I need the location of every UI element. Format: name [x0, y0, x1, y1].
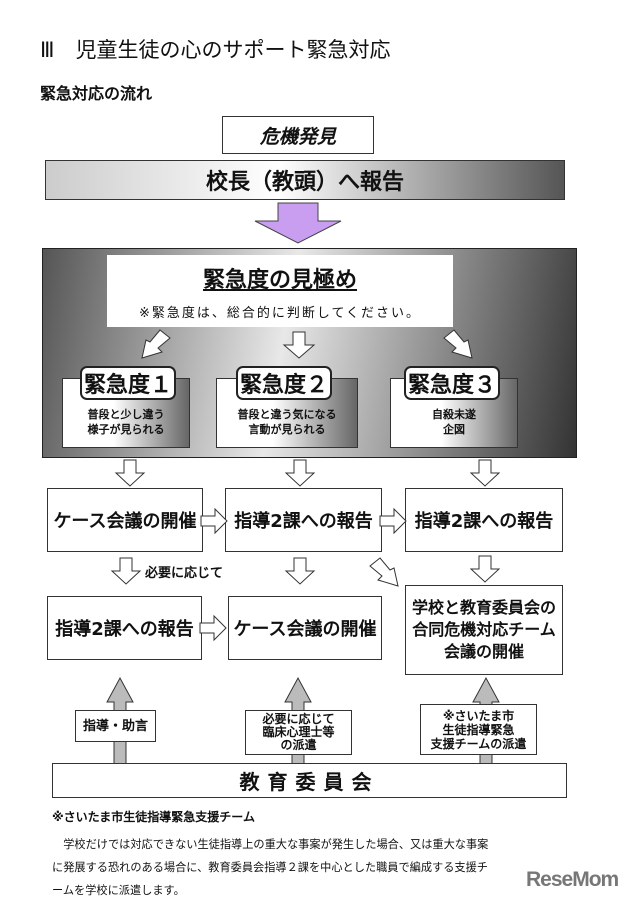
page-title: Ⅲ 児童生徒の心のサポート緊急対応 [40, 38, 391, 62]
level-3-badge: 緊急度３ [404, 366, 500, 400]
footnote-line: に発展する恐れのある場合に、教育委員会指導２課を中心とした職員で編成する支援チ [52, 861, 488, 874]
arrow-down-icon [110, 557, 142, 585]
report-division2-box: 指導2課への報告 [47, 596, 202, 660]
support-line: 生徒指導緊急 [442, 722, 515, 737]
arrow-down-icon [254, 202, 342, 244]
footnote-line: 学校だけでは対応できない生徒指導上の重大な事案が発生した場合、又は重大な事案 [52, 838, 489, 851]
footnote-heading: ※さいたま市生徒指導緊急支援チーム [52, 810, 255, 824]
arrow-down-icon [469, 555, 501, 583]
assessment-box: 緊急度の見極め ※緊急度は、総合的に判断してください。 [107, 255, 453, 327]
as-needed-label: 必要に応じて [145, 566, 224, 581]
section-subtitle: 緊急対応の流れ [40, 84, 153, 103]
arrow-down-icon [282, 331, 316, 359]
arrow-down-icon [284, 557, 316, 585]
joint-line: 会議の開催 [443, 642, 524, 661]
level-2-badge: 緊急度２ [236, 366, 332, 400]
arrow-down-left-icon [141, 329, 171, 359]
discovery-box: 危機発見 [222, 116, 374, 154]
footnote-line: ームを学校に派遣します。 [52, 884, 185, 897]
joint-team-meeting-box: 学校と教育委員会の合同危機対応チーム会議の開催 [405, 585, 563, 675]
support-line: 必要に応じて [262, 712, 335, 726]
arrow-right-icon [200, 507, 228, 535]
level-desc-line: 普段と少し違う [87, 408, 165, 421]
discovery-label: 危機発見 [259, 125, 336, 148]
arrow-right-icon [379, 507, 407, 535]
board-of-education-box: 教育委員会 [52, 763, 567, 798]
principal-report-bar: 校長（教頭）へ報告 [45, 160, 565, 200]
arrow-down-right-icon [443, 329, 473, 359]
joint-line: 合同危機対応チーム [412, 620, 556, 639]
arrow-down-icon [469, 459, 501, 487]
level-desc-line: 言動が見られる [248, 423, 326, 436]
assessment-note: ※緊急度は、総合的に判断してください。 [138, 305, 422, 321]
support-line: の派遣 [280, 738, 317, 752]
arrow-down-icon [284, 459, 316, 487]
resemom-logo: ReseMom [526, 868, 619, 891]
level-1-badge: 緊急度１ [80, 366, 176, 400]
support-line: ※さいたま市 [442, 708, 515, 723]
report-division2-box: 指導2課への報告 [225, 488, 382, 552]
principal-report-label: 校長（教頭）へ報告 [205, 170, 404, 195]
psychologist-dispatch-box: 必要に応じて臨床心理士等の派遣 [245, 710, 352, 755]
assessment-title: 緊急度の見極め [202, 267, 357, 293]
support-line: 支援チームの派遣 [430, 736, 527, 751]
support-line: 臨床心理士等 [262, 725, 335, 739]
support-team-dispatch-box: ※さいたま市生徒指導緊急支援チームの派遣 [420, 704, 537, 755]
level-desc-line: 企図 [443, 423, 465, 436]
arrow-down-icon [114, 459, 146, 487]
joint-line: 学校と教育委員会の [411, 598, 556, 617]
level-desc-line: 自殺未遂 [432, 408, 476, 421]
guidance-advice-box: 指導・助言 [75, 710, 156, 742]
arrow-right-icon [199, 614, 227, 642]
case-meeting-box: ケース会議の開催 [47, 488, 203, 552]
level-desc-line: 普段と違う気になる [237, 408, 337, 421]
level-desc-line: 様子が見られる [87, 423, 165, 436]
case-meeting-box: ケース会議の開催 [228, 596, 382, 660]
arrow-down-right-icon [369, 557, 399, 587]
report-division2-box: 指導2課への報告 [405, 488, 563, 552]
